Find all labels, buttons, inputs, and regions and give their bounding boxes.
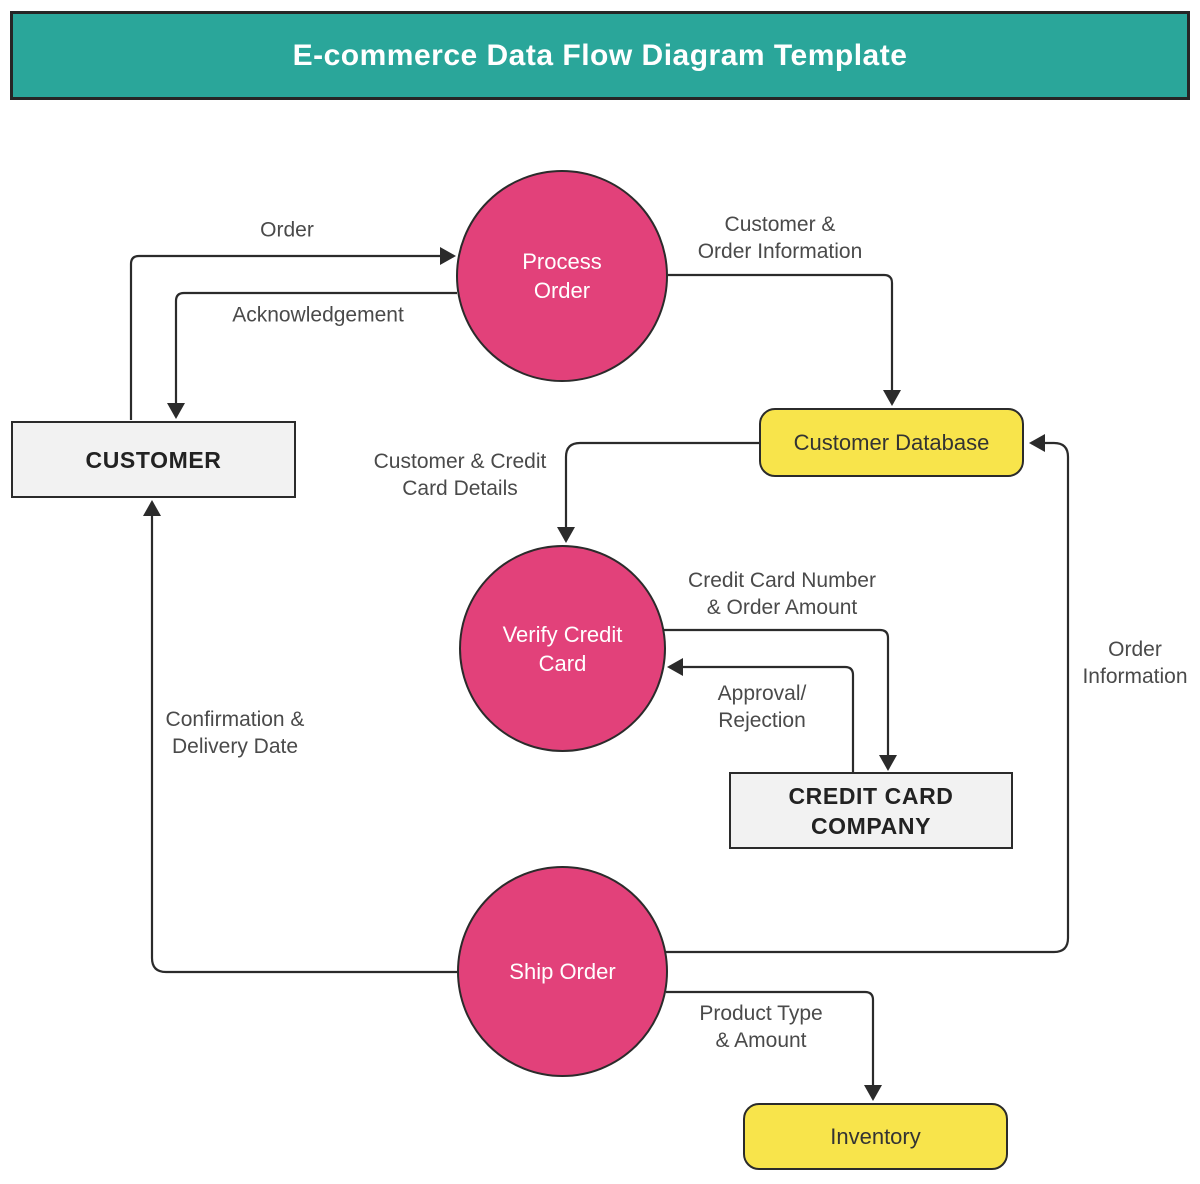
node-inventory-label: Inventory (830, 1123, 921, 1149)
node-credit-card-company: CREDIT CARD COMPANY (729, 772, 1013, 849)
node-process-order: Process Order (456, 170, 668, 382)
edge-acknowledgement-line (167, 291, 457, 419)
edge-label-credit-card-number-order-amount: Credit Card Number & Order Amount (688, 569, 876, 619)
node-verify-credit-card: Verify Credit Card (459, 545, 666, 752)
edge-customer-credit-card-details-line (557, 441, 759, 543)
edge-confirmation-delivery-date-line (143, 500, 457, 974)
edge-label-approval-rejection: Approval/ Rejection (717, 682, 807, 732)
node-credit-card-company-label: CREDIT CARD COMPANY (788, 782, 954, 839)
edge-label-order: Order (260, 218, 314, 242)
edge-customer-order-information-line (668, 273, 901, 406)
node-customer-database: Customer Database (759, 408, 1024, 477)
node-customer: CUSTOMER (11, 421, 296, 498)
edge-label-confirmation-delivery-date: Confirmation & Delivery Date (165, 708, 305, 758)
node-customer-label: CUSTOMER (85, 446, 222, 473)
node-verify-credit-card-label: Verify Credit Card (502, 621, 623, 676)
edge-approval-rejection-line (667, 658, 855, 773)
edge-credit-card-number-line (663, 628, 897, 771)
edge-order-line (129, 247, 456, 420)
edge-order-information-line (666, 434, 1070, 954)
edge-product-type-amount-line (666, 990, 882, 1101)
edge-label-customer-credit-card-details: Customer & Credit Card Details (373, 450, 547, 500)
edge-label-acknowledgement: Acknowledgement (232, 303, 404, 327)
edge-label-product-type-amount: Product Type & Amount (699, 1002, 823, 1052)
node-process-order-label: Process Order (522, 249, 602, 303)
node-inventory: Inventory (743, 1103, 1008, 1170)
edge-label-order-information: Order Information (1082, 638, 1188, 688)
node-ship-order: Ship Order (457, 866, 668, 1077)
node-customer-database-label: Customer Database (793, 429, 990, 455)
node-ship-order-label: Ship Order (509, 959, 616, 984)
edge-label-customer-order-information: Customer & Order Information (697, 213, 863, 263)
diagram-title: E-commerce Data Flow Diagram Template (292, 38, 908, 72)
title-bar: E-commerce Data Flow Diagram Template (10, 11, 1190, 100)
